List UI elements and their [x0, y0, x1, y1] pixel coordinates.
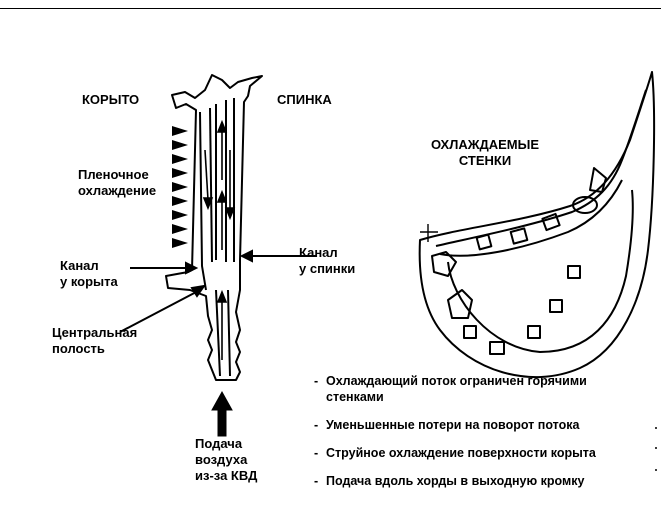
air-supply-arrow [211, 390, 233, 437]
label-trough: КОРЫТО [82, 92, 140, 107]
internal-flow-arrows [202, 119, 236, 360]
label-back: СПИНКА [277, 92, 332, 107]
airfoil-cross-section [418, 71, 656, 379]
list-item: -Охлаждающий поток ограничен горячими ст… [314, 374, 587, 404]
label-film-cooling: Пленочное охлаждение [78, 167, 157, 198]
list-item: -Струйное охлаждение поверхности корыта [314, 446, 596, 460]
label-trough-channel: Канал у корыта [60, 258, 118, 289]
label-air-supply: Подача воздуха из-за КВД [195, 436, 258, 483]
features-list: -Охлаждающий поток ограничен горячими ст… [314, 373, 659, 501]
label-pointers [119, 249, 316, 333]
blade-longitudinal-section [165, 74, 263, 381]
edge-marks [655, 427, 657, 471]
list-item: -Подача вдоль хорды в выходную кромку [314, 474, 585, 488]
label-cooled-walls: ОХЛАЖДАЕМЫЕ СТЕНКИ [430, 137, 540, 168]
top-rule [0, 8, 661, 9]
list-item: -Уменьшенные потери на поворот потока [314, 418, 580, 432]
film-cooling-holes [172, 126, 188, 248]
label-back-channel: Канал у спинки [299, 245, 356, 276]
label-central-cavity: Центральная полость [52, 325, 138, 356]
